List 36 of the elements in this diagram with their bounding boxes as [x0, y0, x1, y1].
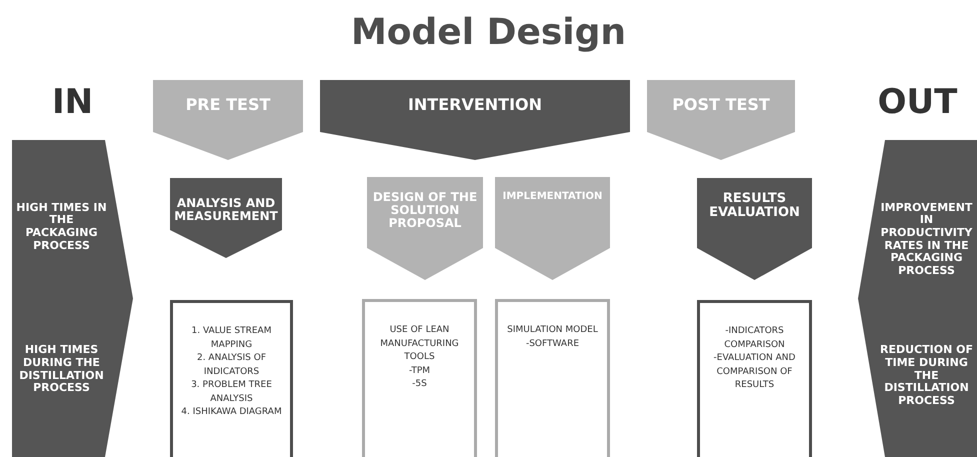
outcome-text: IMPROVEMENT IN PRODUCTIVITY RATES IN THE PACKAGING PROCESS: [880, 202, 973, 278]
list-item-text: SIMULATION MODEL: [506, 324, 599, 337]
step-banner: [495, 177, 610, 280]
step-banner: [170, 178, 282, 258]
phase-banner: [320, 80, 630, 160]
list-item-text: -INDICATORS COMPARISON: [723, 325, 786, 352]
side-heading: IN: [50, 82, 94, 122]
tools-box: [362, 299, 477, 457]
chevron-label: DESIGN OF THE SOLUTION PROPOSAL: [372, 191, 478, 231]
chevron-label: ANALYSIS AND MEASUREMENT: [174, 196, 278, 224]
list-item-text: -TPM: [408, 364, 432, 378]
chevron-label: INTERVENTION: [406, 96, 544, 114]
outcome-text: HIGH TIMES DURING THE DISTILLATION PROCESS: [18, 344, 105, 395]
list-item-text: 2. ANALYSIS OF INDICATORS: [196, 352, 267, 378]
list-item-text: -EVALUATION AND COMPARISON OF RESULTS: [712, 352, 796, 392]
diagram-title: Model Design: [350, 12, 628, 53]
chevron-label: RESULTS EVALUATION: [708, 192, 801, 221]
phase-banner: [153, 80, 303, 160]
outcome-text: REDUCTION OF TIME DURING THE DISTILLATION PROCESS: [880, 344, 973, 408]
outcome-text: HIGH TIMES IN THE PACKAGING PROCESS: [15, 202, 108, 252]
chevron-label: PRE TEST: [184, 96, 272, 114]
step-banner: [697, 178, 812, 280]
list-item-text: 1. VALUE STREAM MAPPING: [190, 325, 272, 352]
results-box: [697, 300, 812, 457]
side-heading: OUT: [876, 82, 958, 122]
chevron-label: POST TEST: [671, 96, 771, 114]
method-list-box: [170, 300, 293, 457]
list-item-text: 4. ISHIKAWA DIAGRAM: [180, 406, 283, 419]
list-item-text: -5S: [411, 378, 428, 391]
list-item-text: 3. PROBLEM TREE ANALYSIS: [190, 379, 273, 406]
step-banner: [367, 177, 483, 280]
chevron-label: IMPLEMENTATION: [502, 191, 604, 202]
tools-box: [495, 299, 610, 457]
list-item-text: -SOFTWARE: [524, 338, 580, 350]
phase-banner: [647, 80, 795, 160]
list-item-text: USE OF LEAN MANUFACTURING TOOLS: [379, 324, 460, 364]
